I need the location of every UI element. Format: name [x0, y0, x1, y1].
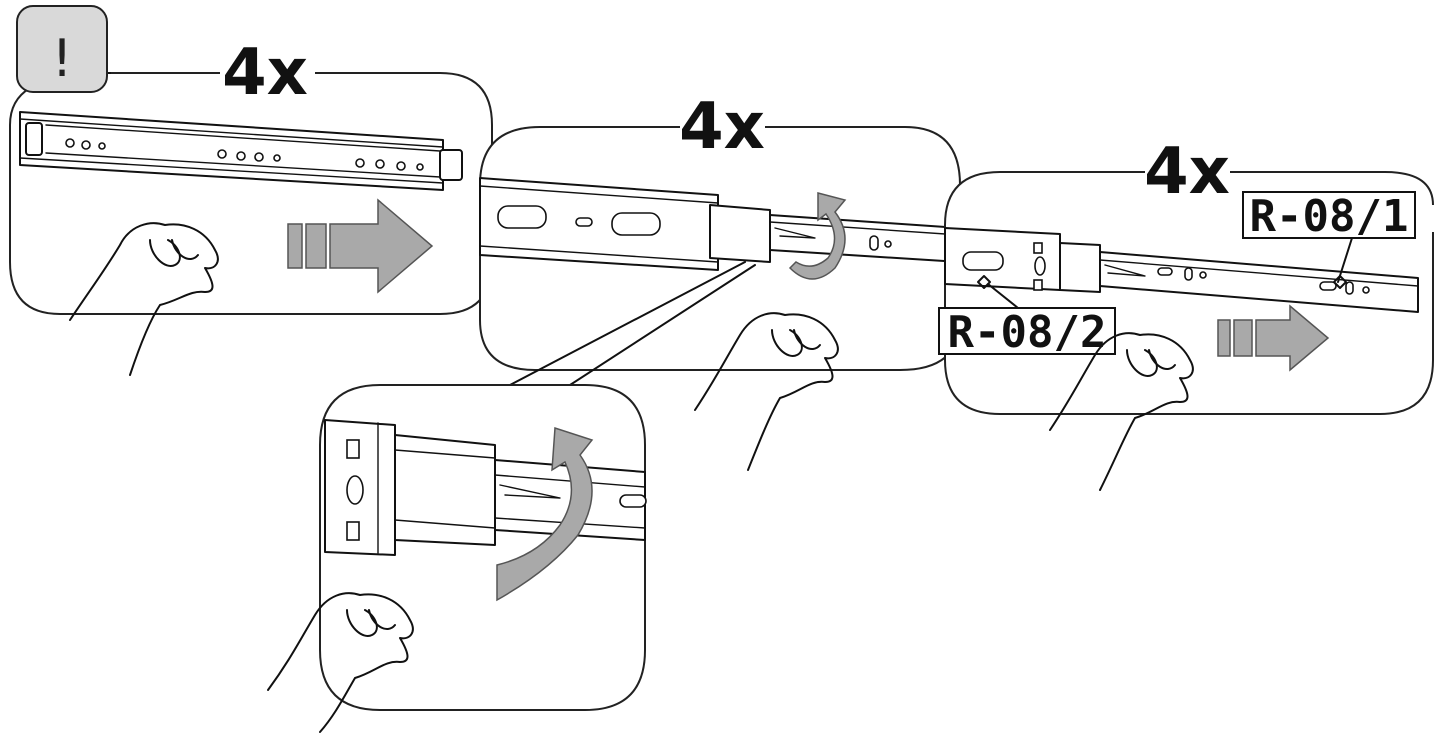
detail-zoom-panel [267, 384, 647, 733]
warning-icon [16, 5, 108, 93]
hand-icon [1049, 332, 1194, 491]
warning-glyph: ! [52, 29, 73, 89]
push-right-arrow [1217, 304, 1330, 372]
svg-text:R-08/1: R-08/1 [1250, 191, 1409, 242]
svg-text:R-08/2: R-08/2 [948, 307, 1107, 358]
drawer-slide [19, 111, 463, 191]
panel-step-2: 4x [479, 90, 961, 471]
hand-icon [694, 312, 839, 471]
drawer-slide-partial [479, 177, 961, 271]
part-label-front: R-08/1 [1242, 191, 1416, 283]
quantity-label-step-2: 4x [679, 90, 765, 164]
rotate-release-arrow [496, 426, 594, 602]
panel-step-1: ! 4x [9, 5, 493, 376]
hand-icon [267, 592, 414, 733]
part-label-rear: R-08/2 [938, 283, 1116, 358]
drawer-slide-extended [944, 227, 1419, 313]
quantity-label-step-1: 4x [222, 36, 308, 110]
panel-step-3: 4x R-08/1 R-08/2 [938, 135, 1434, 491]
quantity-label-step-3: 4x [1144, 135, 1230, 209]
push-right-arrow [287, 198, 434, 294]
rotate-release-arrow [788, 192, 847, 280]
hand-icon [69, 222, 219, 376]
